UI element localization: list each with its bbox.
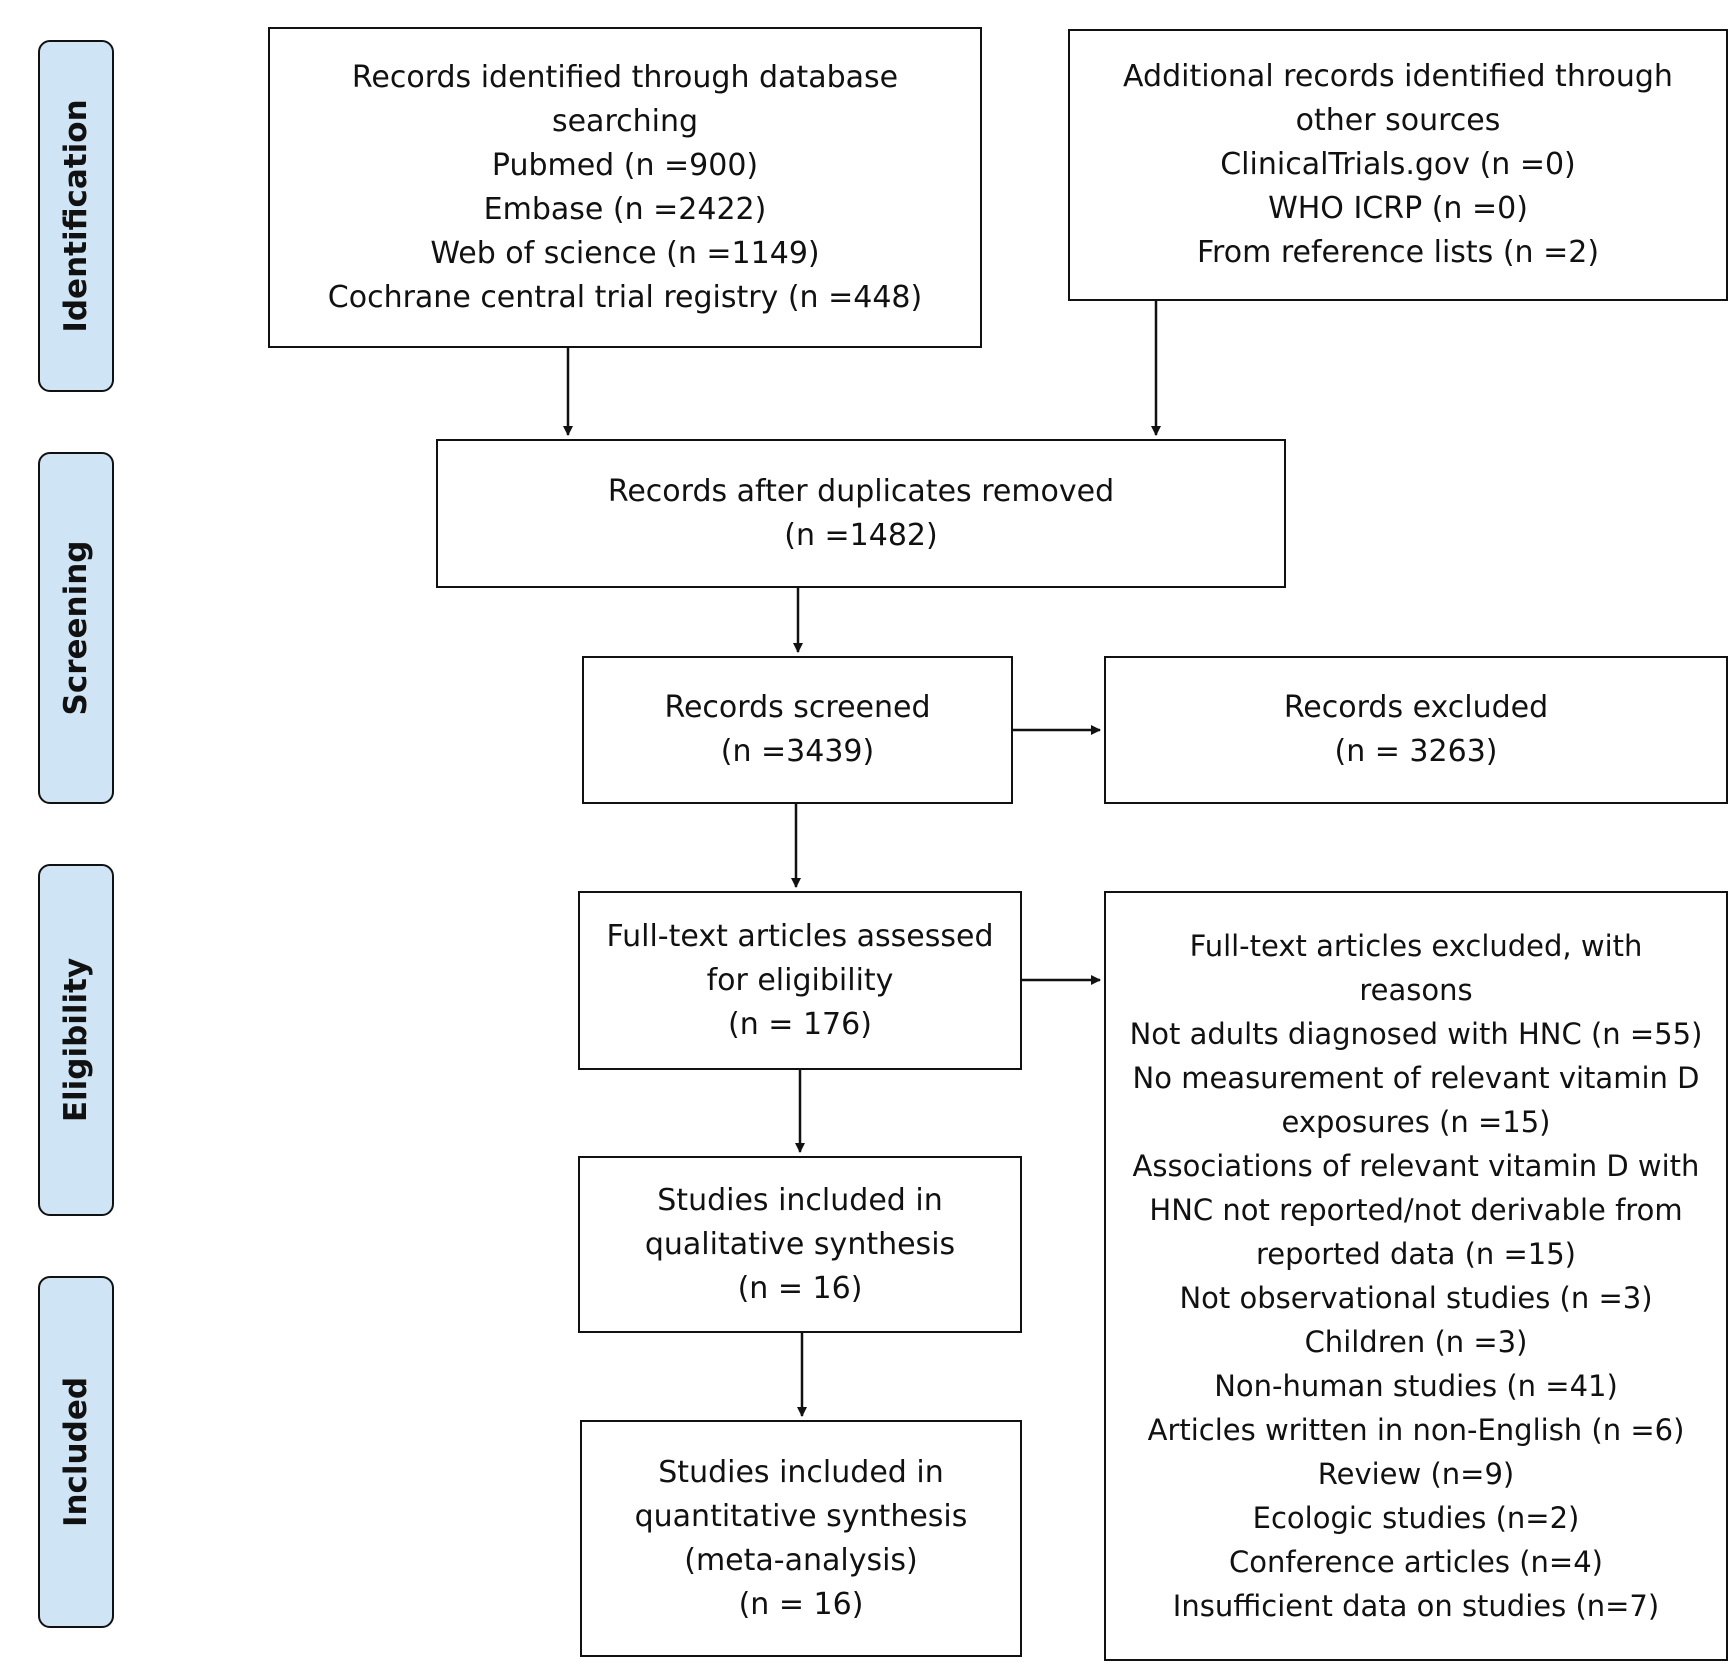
- fulltext-assessed-box: Full-text articles assessed for eligibil…: [578, 891, 1022, 1070]
- fulltext-assessed-title-cont: for eligibility: [706, 962, 894, 998]
- records-screened-title: Records screened: [664, 690, 931, 725]
- exclusion-reason: Not observational studies (n =3): [1179, 1281, 1653, 1315]
- exclusion-reason: Insufficient data on studies (n=7): [1172, 1589, 1660, 1623]
- fulltext-excluded-title-cont: reasons: [1359, 973, 1473, 1007]
- qualitative-title-cont: qualitative synthesis: [644, 1226, 956, 1262]
- duplicates-removed-box: Records after duplicates removed (n =148…: [436, 439, 1286, 588]
- qualitative-count: (n = 16): [737, 1270, 863, 1306]
- fulltext-assessed-count: (n = 176): [728, 1006, 872, 1042]
- records-excluded-box: Records excluded (n = 3263): [1104, 656, 1728, 804]
- other-sources-box: Additional records identified through ot…: [1068, 29, 1728, 301]
- quantitative-synthesis-box: Studies included in quantitative synthes…: [580, 1420, 1022, 1657]
- database-search-box: Records identified through database sear…: [268, 27, 982, 348]
- phase-screening-label: Screening: [58, 540, 94, 716]
- qualitative-synthesis-box: Studies included in qualitative synthesi…: [578, 1156, 1022, 1333]
- quantitative-subtitle: (meta-analysis): [684, 1542, 918, 1578]
- database-search-title: Records identified through database: [351, 59, 899, 95]
- other-sources-clinicaltrials: ClinicalTrials.gov (n =0): [1220, 147, 1576, 182]
- exclusion-reason: No measurement of relevant vitamin D: [1132, 1061, 1700, 1095]
- phase-included-label: Included: [58, 1376, 94, 1528]
- exclusion-reason: Ecologic studies (n=2): [1252, 1501, 1580, 1535]
- qualitative-title: Studies included in: [657, 1182, 943, 1218]
- other-sources-title-cont: other sources: [1295, 103, 1501, 138]
- duplicates-removed-title: Records after duplicates removed: [607, 473, 1115, 509]
- fulltext-excluded-box: Full-text articles excluded, with reason…: [1104, 891, 1728, 1661]
- database-search-title-cont: searching: [551, 103, 699, 139]
- records-screened-box: Records screened (n =3439): [582, 656, 1013, 804]
- other-sources-reference-lists: From reference lists (n =2): [1196, 235, 1600, 270]
- phase-included: Included: [38, 1276, 114, 1628]
- phase-screening: Screening: [38, 452, 114, 804]
- database-embase: Embase (n =2422): [483, 191, 767, 227]
- records-screened-count: (n =3439): [720, 734, 875, 769]
- quantitative-title-cont: quantitative synthesis: [634, 1498, 968, 1534]
- exclusion-reason: Conference articles (n=4): [1229, 1545, 1603, 1579]
- duplicates-removed-count: (n =1482): [784, 517, 938, 553]
- database-pubmed: Pubmed (n =900): [491, 147, 759, 183]
- exclusion-reason: HNC not reported/not derivable from: [1149, 1193, 1683, 1227]
- quantitative-count: (n = 16): [738, 1586, 864, 1622]
- records-excluded-title: Records excluded: [1283, 690, 1549, 725]
- records-excluded-count: (n = 3263): [1334, 734, 1498, 769]
- quantitative-title: Studies included in: [658, 1454, 944, 1490]
- fulltext-excluded-title: Full-text articles excluded, with: [1189, 929, 1643, 963]
- database-web-of-science: Web of science (n =1149): [430, 235, 820, 271]
- exclusion-reason: Review (n=9): [1317, 1457, 1515, 1491]
- other-sources-title: Additional records identified through: [1123, 59, 1673, 94]
- database-cochrane: Cochrane central trial registry (n =448): [327, 279, 923, 315]
- exclusion-reason: Not adults diagnosed with HNC (n =55): [1129, 1017, 1703, 1051]
- exclusion-reason: reported data (n =15): [1255, 1237, 1576, 1271]
- exclusion-reason: Associations of relevant vitamin D with: [1132, 1149, 1700, 1183]
- exclusion-reason: exposures (n =15): [1281, 1105, 1551, 1139]
- exclusion-reason: Articles written in non-English (n =6): [1147, 1413, 1685, 1447]
- other-sources-who-icrp: WHO ICRP (n =0): [1268, 191, 1528, 226]
- phase-eligibility-label: Eligibility: [58, 957, 94, 1123]
- phase-eligibility: Eligibility: [38, 864, 114, 1216]
- exclusion-reason: Children (n =3): [1304, 1325, 1528, 1359]
- exclusion-reason: Non-human studies (n =41): [1214, 1369, 1618, 1403]
- phase-identification: Identification: [38, 40, 114, 392]
- fulltext-assessed-title: Full-text articles assessed: [606, 918, 994, 954]
- phase-identification-label: Identification: [58, 99, 94, 333]
